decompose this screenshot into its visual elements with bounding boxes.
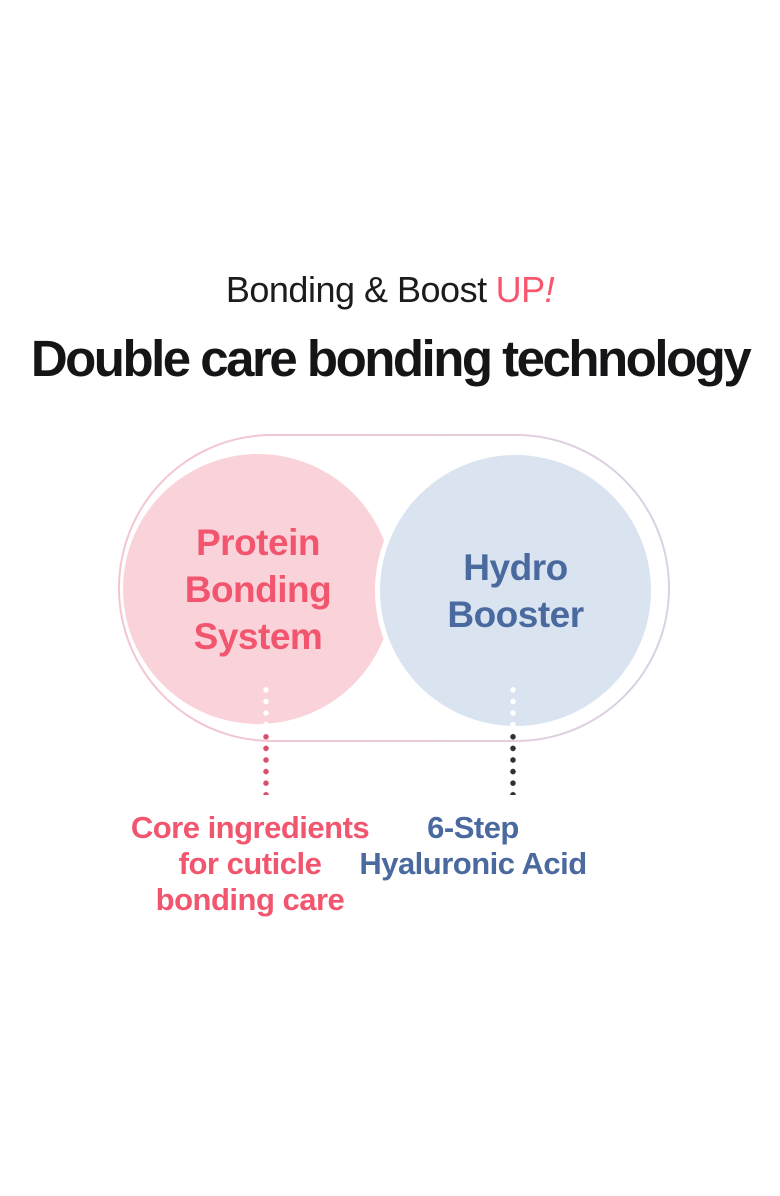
right-callout: 6-Step Hyaluronic Acid [293, 810, 653, 882]
headline: Double care bonding technology [30, 330, 752, 387]
callout-line: Hyaluronic Acid [359, 846, 587, 881]
protein-bonding-circle-label: Protein Bonding System [185, 519, 332, 660]
tagline-accent-word: UP [495, 269, 546, 310]
tagline-accent-exclamation: ! [544, 269, 555, 310]
right-dotted-connector-inside [510, 684, 516, 731]
left-callout: Core ingredients for cuticle bonding car… [70, 810, 430, 918]
right-dotted-connector [510, 731, 516, 795]
circle-label-line: Bonding [184, 568, 332, 610]
circle-label-line: System [193, 615, 323, 657]
circle-label-line: Protein [196, 521, 320, 563]
tagline-accent: UP! [496, 269, 555, 310]
callout-line: for cuticle [178, 846, 322, 881]
circle-label-line: Hydro [463, 546, 568, 588]
hydro-booster-circle: Hydro Booster [380, 455, 651, 726]
left-dotted-connector [263, 731, 269, 795]
protein-bonding-circle: Protein Bonding System [123, 454, 393, 724]
callout-line: bonding care [155, 882, 345, 917]
tagline-text: Bonding & Boost [225, 269, 487, 310]
callout-line: Core ingredients [130, 810, 370, 845]
circle-label-line: Booster [447, 593, 584, 635]
hydro-booster-circle-label: Hydro Booster [447, 544, 584, 638]
left-dotted-connector-inside [263, 684, 269, 731]
callout-line: 6-Step [427, 810, 519, 845]
